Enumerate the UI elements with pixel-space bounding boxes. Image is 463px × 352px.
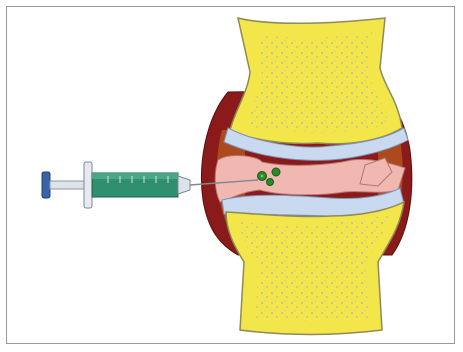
svg-text:*: * [261,174,264,181]
syringe-icon [42,162,190,208]
